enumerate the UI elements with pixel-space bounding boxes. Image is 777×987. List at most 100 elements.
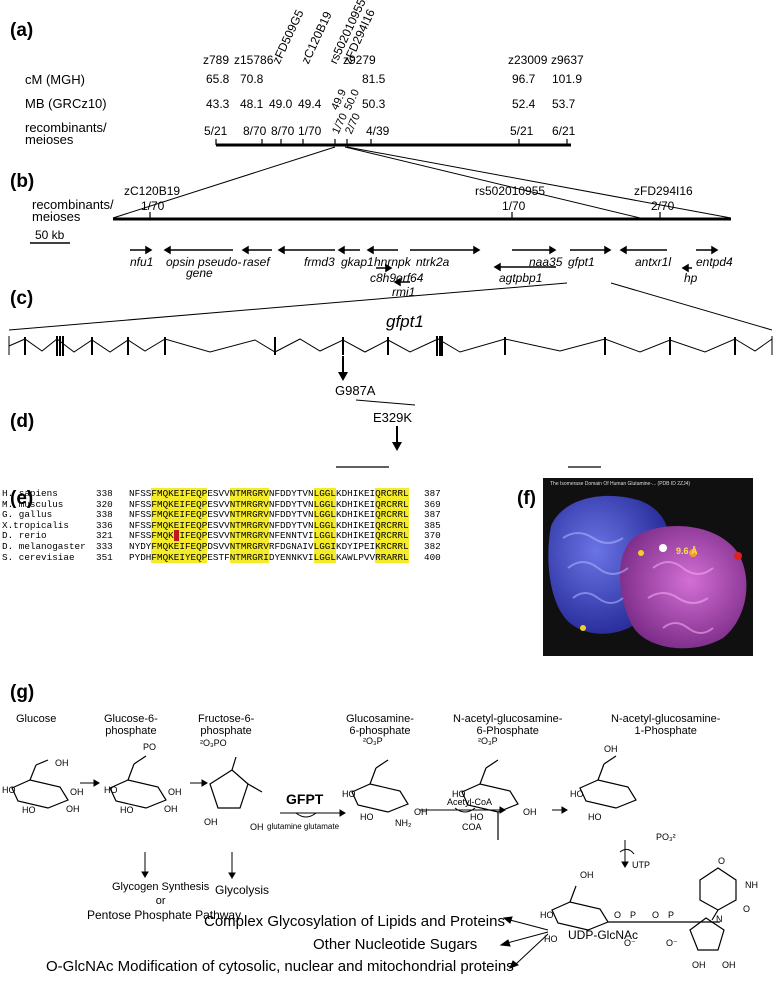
outcome-label: O-GlcNAc Modification of cytosolic, nucl…: [46, 958, 514, 975]
mb-value: 53.7: [552, 97, 576, 111]
sequence-residues: NYDYFMQKEIFEQPDSVVNTMRGRVRFDGNAIVLGGIKDY…: [129, 541, 409, 552]
svg-text:OH: OH: [204, 817, 218, 827]
svg-text:HO: HO: [104, 785, 118, 795]
species-name: M. musculus: [2, 498, 64, 510]
mb-value: 49.4: [298, 97, 322, 111]
rec-value: 5/21: [204, 124, 228, 138]
svg-text:OH: OH: [692, 960, 706, 970]
branch-label: Glycolysis: [215, 883, 270, 897]
panel-label-f: (f): [517, 488, 536, 509]
rec-value: 8/70: [243, 124, 267, 138]
sequence-end: 387: [424, 509, 441, 521]
rec-value: 1/70: [298, 124, 322, 138]
protein-mutation-label: E329K: [373, 410, 413, 425]
gene-label: gene: [186, 266, 213, 280]
sequence-residues: NFSSFMQKEIFEQPESVVNTMRGRVNFENNTVILGGLKDH…: [129, 530, 409, 542]
rec-value: 4/39: [366, 124, 390, 138]
domain-glutaminase: Glutaminase: [137, 458, 223, 476]
gene-label: naa35: [529, 255, 563, 269]
gene-label: entpd4: [696, 255, 733, 269]
mb-value: 43.3: [206, 97, 230, 111]
svg-text:HO: HO: [22, 805, 36, 815]
structure-caption: The Isomerase Domain Of Human Glutamine-…: [550, 481, 691, 487]
row-label-cm: cM (MGH): [25, 72, 85, 87]
row-label-mb: MB (GRCz10): [25, 96, 107, 111]
svg-text:OH: OH: [70, 787, 84, 797]
sequence-start: 333: [96, 541, 113, 552]
cm-value: 70.8: [240, 72, 264, 86]
species-name: S. cerevisiae: [2, 551, 75, 563]
svg-text:P: P: [630, 910, 636, 920]
species-name: X.tropicalis: [2, 519, 69, 531]
gene-label: c8h9orf64: [370, 271, 424, 285]
svg-text:NH: NH: [745, 880, 758, 890]
species-name: D. melanogaster: [2, 541, 86, 552]
svg-text:HO: HO: [588, 812, 602, 822]
panel-label-g: (g): [10, 682, 35, 703]
cm-value: 101.9: [552, 72, 583, 86]
panel-label-b: (b): [10, 171, 35, 192]
marker-label: z9279: [343, 53, 376, 67]
cofactor-label: Acetyl-CoA: [447, 797, 493, 807]
gene-label: gkap1: [341, 255, 374, 269]
enzyme-substrates: glutamine glutamate: [267, 822, 340, 831]
svg-text:N: N: [716, 914, 723, 924]
svg-text:NH₂: NH₂: [395, 818, 412, 828]
gene-title: gfpt1: [386, 312, 424, 331]
svg-text:OH: OH: [250, 822, 264, 832]
svg-text:HO: HO: [570, 789, 584, 799]
svg-text:OH: OH: [722, 960, 736, 970]
gene-label: frmd3: [304, 255, 335, 269]
svg-text:OH: OH: [66, 804, 80, 814]
sequence-start: 338: [96, 509, 113, 521]
mb-value: 49.0: [269, 97, 293, 111]
svg-text:OH: OH: [523, 807, 537, 817]
svg-text:HO: HO: [360, 812, 374, 822]
species-name: G. gallus: [2, 509, 53, 521]
row-label-recombinants: recombinants/: [32, 197, 114, 212]
domain-sugar-isomerase: Sugar Isomerase: [631, 458, 747, 476]
cm-value: 65.8: [206, 72, 230, 86]
gene-label: rmi1: [392, 285, 416, 299]
sequence-residues: NFSSFMQKEIFEQPESVVNTMRGRVNFDDYTVNLGGLKDH…: [129, 519, 409, 531]
compound-label: Fructose-6-phosphate: [198, 713, 255, 737]
svg-text:O: O: [614, 910, 621, 920]
panel-label-e: (e): [10, 488, 34, 509]
gene-label: hnrnpk: [374, 255, 411, 269]
svg-text:O: O: [718, 856, 725, 866]
marker-label: rs502010955: [475, 184, 546, 198]
svg-text:PO₃²: PO₃²: [656, 832, 676, 842]
panel-label-c: (c): [10, 288, 34, 309]
svg-text:O: O: [652, 910, 659, 920]
sequence-residues: NFSSFMQKEIFEQPESVVNTMRGRVNFDDYTVNLGGLKDH…: [129, 509, 409, 521]
marker-label: z15786: [234, 53, 274, 67]
rec-value: 2/70: [651, 199, 675, 213]
marker-label: zFD294I16: [634, 184, 693, 198]
sequence-end: 400: [424, 551, 441, 563]
sequence-residues: NFSSFMQKEIFEQPESVVNTMRGRVNFDDYTVNLGGLKDH…: [129, 498, 409, 510]
svg-text:PO: PO: [143, 742, 156, 752]
svg-text:HO: HO: [470, 812, 484, 822]
svg-text:OH: OH: [55, 758, 69, 768]
compound-label: Glucose: [16, 713, 57, 725]
cofactor-label: COA: [462, 822, 482, 832]
marker-label: z23009: [508, 53, 548, 67]
svg-text:P: P: [668, 910, 674, 920]
domain-sugar-isomerase: Sugar Isomerase: [421, 458, 536, 476]
svg-text:HO: HO: [342, 789, 356, 799]
sequence-start: 320: [96, 498, 113, 510]
sequence-start: 338: [96, 488, 113, 499]
scale-bar-label: 50 kb: [35, 228, 65, 242]
cm-value: 96.7: [512, 72, 536, 86]
mb-value: 50.3: [362, 97, 386, 111]
marker-label: z789: [203, 53, 230, 67]
row-label-recombinants: recombinants/: [25, 120, 107, 135]
sequence-residues: NFSSFMQKEIFEQPESVVNTMRGRVNFDDYTVNLGGLKDH…: [129, 488, 409, 499]
compound-label: Glucose-6-phosphate: [104, 713, 158, 737]
compound-label: Glucosamine-6-phosphate: [346, 713, 414, 737]
svg-text:HO: HO: [452, 789, 466, 799]
svg-text:OH: OH: [164, 804, 178, 814]
panel-label-a: (a): [10, 20, 34, 41]
gene-label: antxr1l: [635, 255, 672, 269]
